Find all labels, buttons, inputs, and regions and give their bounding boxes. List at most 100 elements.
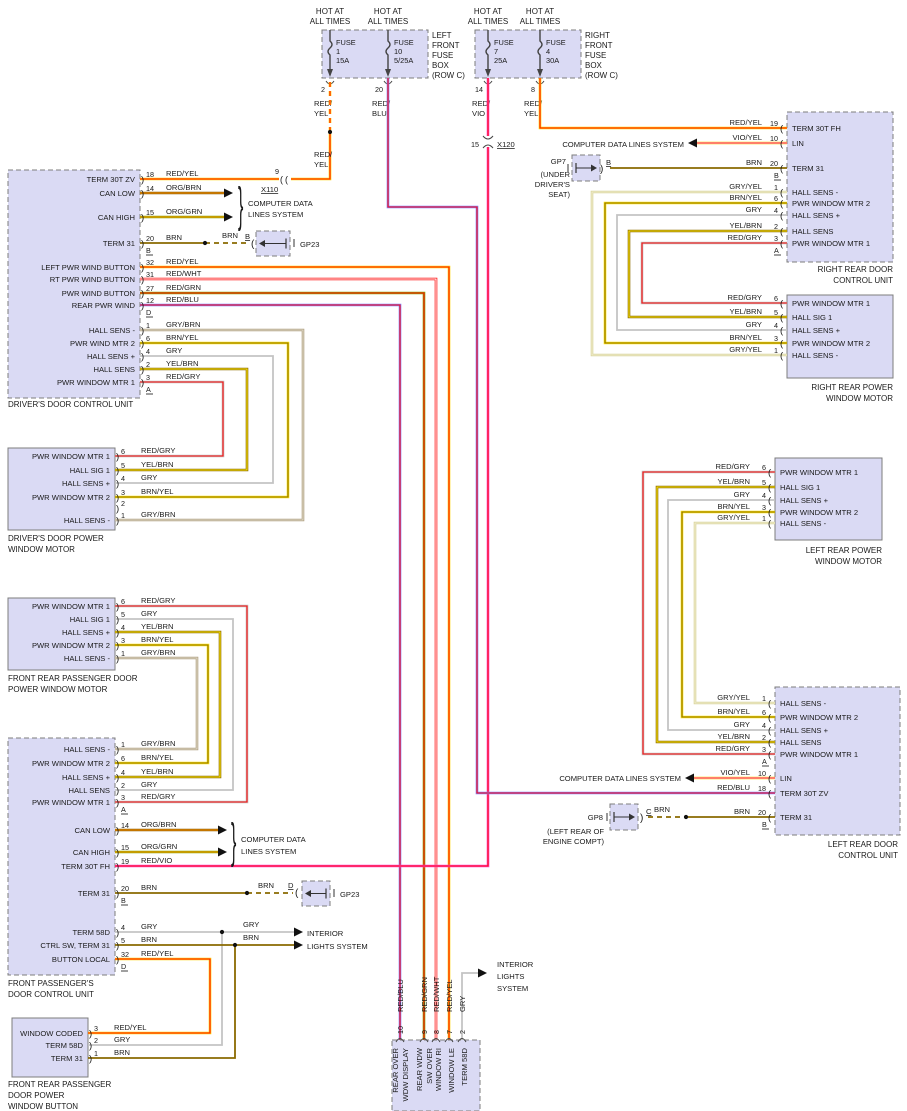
pin-number: 6 — [762, 463, 766, 472]
pin-number: 6 — [121, 597, 125, 606]
wire-label: BRN/YEL — [166, 333, 199, 342]
pin-number: 4 — [121, 768, 125, 777]
pin-label: PWR WINDOW MTR 2 — [32, 759, 110, 768]
pin-number: 7 — [445, 1030, 454, 1034]
pin-number: 9 — [420, 1030, 429, 1034]
fuse-name: 1 — [336, 47, 340, 56]
pin-bracket-icon: ) — [116, 862, 119, 873]
label: D — [288, 881, 294, 890]
drivers-door-control-unit-caption: DRIVER'S DOOR CONTROL UNIT — [8, 400, 133, 409]
wire-red-grn — [140, 291, 426, 1040]
pin-label: HALL SENS + — [62, 773, 111, 782]
pin-label: TERM 30T ZV — [87, 175, 136, 184]
pin-label: HALL SIG 1 — [70, 466, 110, 475]
fuse-name: FUSE — [546, 38, 566, 47]
pin-number: 3 — [146, 373, 150, 382]
pin-label: TERM 31 — [51, 1054, 83, 1063]
pin-bracket-icon: ( — [780, 124, 784, 135]
front-rear-passenger-door-power-window-motor — [7, 597, 116, 671]
wire-label: RED/GRY — [141, 446, 175, 455]
pin-number: 3 — [121, 488, 125, 497]
pin-bracket-icon: ( — [780, 188, 784, 199]
wire-gry — [667, 499, 775, 731]
pin-number: 4 — [762, 721, 766, 730]
fuse-symbol — [327, 30, 333, 70]
label: BRN — [222, 231, 238, 240]
wire-label: GRY — [141, 922, 157, 931]
wire-label: ORG/BRN — [141, 820, 176, 829]
pin-number: 4 — [762, 491, 766, 500]
pin-number: 20 — [375, 85, 383, 94]
pin-bracket-icon: ) — [116, 602, 119, 613]
junction-dot — [202, 240, 208, 246]
pin-label: TERM 58D — [460, 1047, 469, 1085]
pin-label: CAN HIGH — [73, 848, 110, 857]
gp-arrow-icon — [305, 890, 311, 897]
wire-brn-yel — [115, 342, 289, 498]
label: COMPUTER DATA — [241, 835, 307, 844]
pin-bracket-icon: ) — [141, 239, 144, 250]
pin-number: 2 — [321, 85, 325, 94]
wire-label: GRY — [166, 346, 182, 355]
pin-label: HALL SENS - — [792, 188, 839, 197]
pin-number: 5 — [774, 308, 778, 317]
system-arrow-icon — [218, 847, 227, 857]
wire-label: GRY/YEL — [717, 513, 750, 522]
pin-label: CAN HIGH — [98, 213, 135, 222]
fuse-name: FUSE — [336, 38, 356, 47]
left-rear-power-window-motor — [774, 457, 883, 541]
hot-at-all-times-label: HOT AT — [316, 7, 344, 16]
wire-label: ORG/GRN — [141, 842, 177, 851]
label: GRY — [243, 920, 259, 929]
wire-label: RED/ — [372, 99, 391, 108]
fuse-box-caption: FUSE — [585, 51, 606, 60]
wire-label: RED/GRY — [716, 462, 750, 471]
wire-label: GRY — [141, 473, 157, 482]
wire-gry-brn — [115, 657, 198, 750]
wire-label: VIO/YEL — [720, 768, 750, 777]
wire-label: BLU — [372, 109, 387, 118]
connector-letter: B — [121, 896, 126, 905]
wire-label: BRN — [141, 935, 157, 944]
label: ( — [251, 239, 255, 250]
pin-bracket-icon: ( — [768, 483, 772, 494]
fuse-box-caption: RIGHT — [585, 31, 610, 40]
pin-bracket-icon: ( — [768, 519, 772, 530]
pin-label: TERM 30T FH — [61, 862, 110, 871]
wire-red-yel — [539, 78, 787, 129]
label: ENGINE COMPT) — [543, 837, 605, 846]
pin-bracket-icon: ) — [141, 175, 144, 186]
system-arrow-icon — [224, 188, 233, 198]
pin-label: HALL SIG 1 — [780, 483, 820, 492]
pin-number: 5 — [121, 610, 125, 619]
pin-bracket-icon: ( — [780, 199, 784, 210]
pin-label: CAN LOW — [100, 189, 136, 198]
wire-label: YEL — [314, 109, 328, 118]
fuse-name: 15A — [336, 56, 349, 65]
pin-bracket-icon: ) — [141, 263, 144, 274]
pin-bracket-icon: ( — [768, 774, 772, 785]
pin-number: 32 — [146, 258, 154, 267]
pin-label: SW OVER — [425, 1047, 434, 1083]
wire-label: YEL/BRN — [730, 307, 763, 316]
pin-bracket-icon: ( — [768, 713, 772, 724]
pin-number: 20 — [758, 808, 766, 817]
pin-bracket-icon: ) — [116, 848, 119, 859]
hot-at-all-times-label: HOT AT — [374, 7, 402, 16]
label: YEL — [314, 160, 328, 169]
wire-label: YEL/BRN — [718, 732, 751, 741]
pin-label: PWR WINDOW MTR 1 — [792, 239, 870, 248]
wire-label: BRN — [734, 807, 750, 816]
wire-label: YEL — [524, 109, 538, 118]
wire-label: RED/WHT — [166, 269, 202, 278]
pin-label: TERM 31 — [103, 239, 135, 248]
pin-label: HALL SENS — [93, 365, 135, 374]
wire-label: GRY/YEL — [729, 182, 762, 191]
fuse-box-caption: LEFT — [432, 31, 452, 40]
fuse-box — [474, 29, 582, 79]
pin-number: 18 — [758, 784, 766, 793]
fuse-arrow-icon — [485, 69, 491, 77]
pin-bracket-icon: ) — [116, 628, 119, 639]
label: COMPUTER DATA LINES SYSTEM — [562, 140, 684, 149]
pin-bracket-icon: ) — [116, 641, 119, 652]
